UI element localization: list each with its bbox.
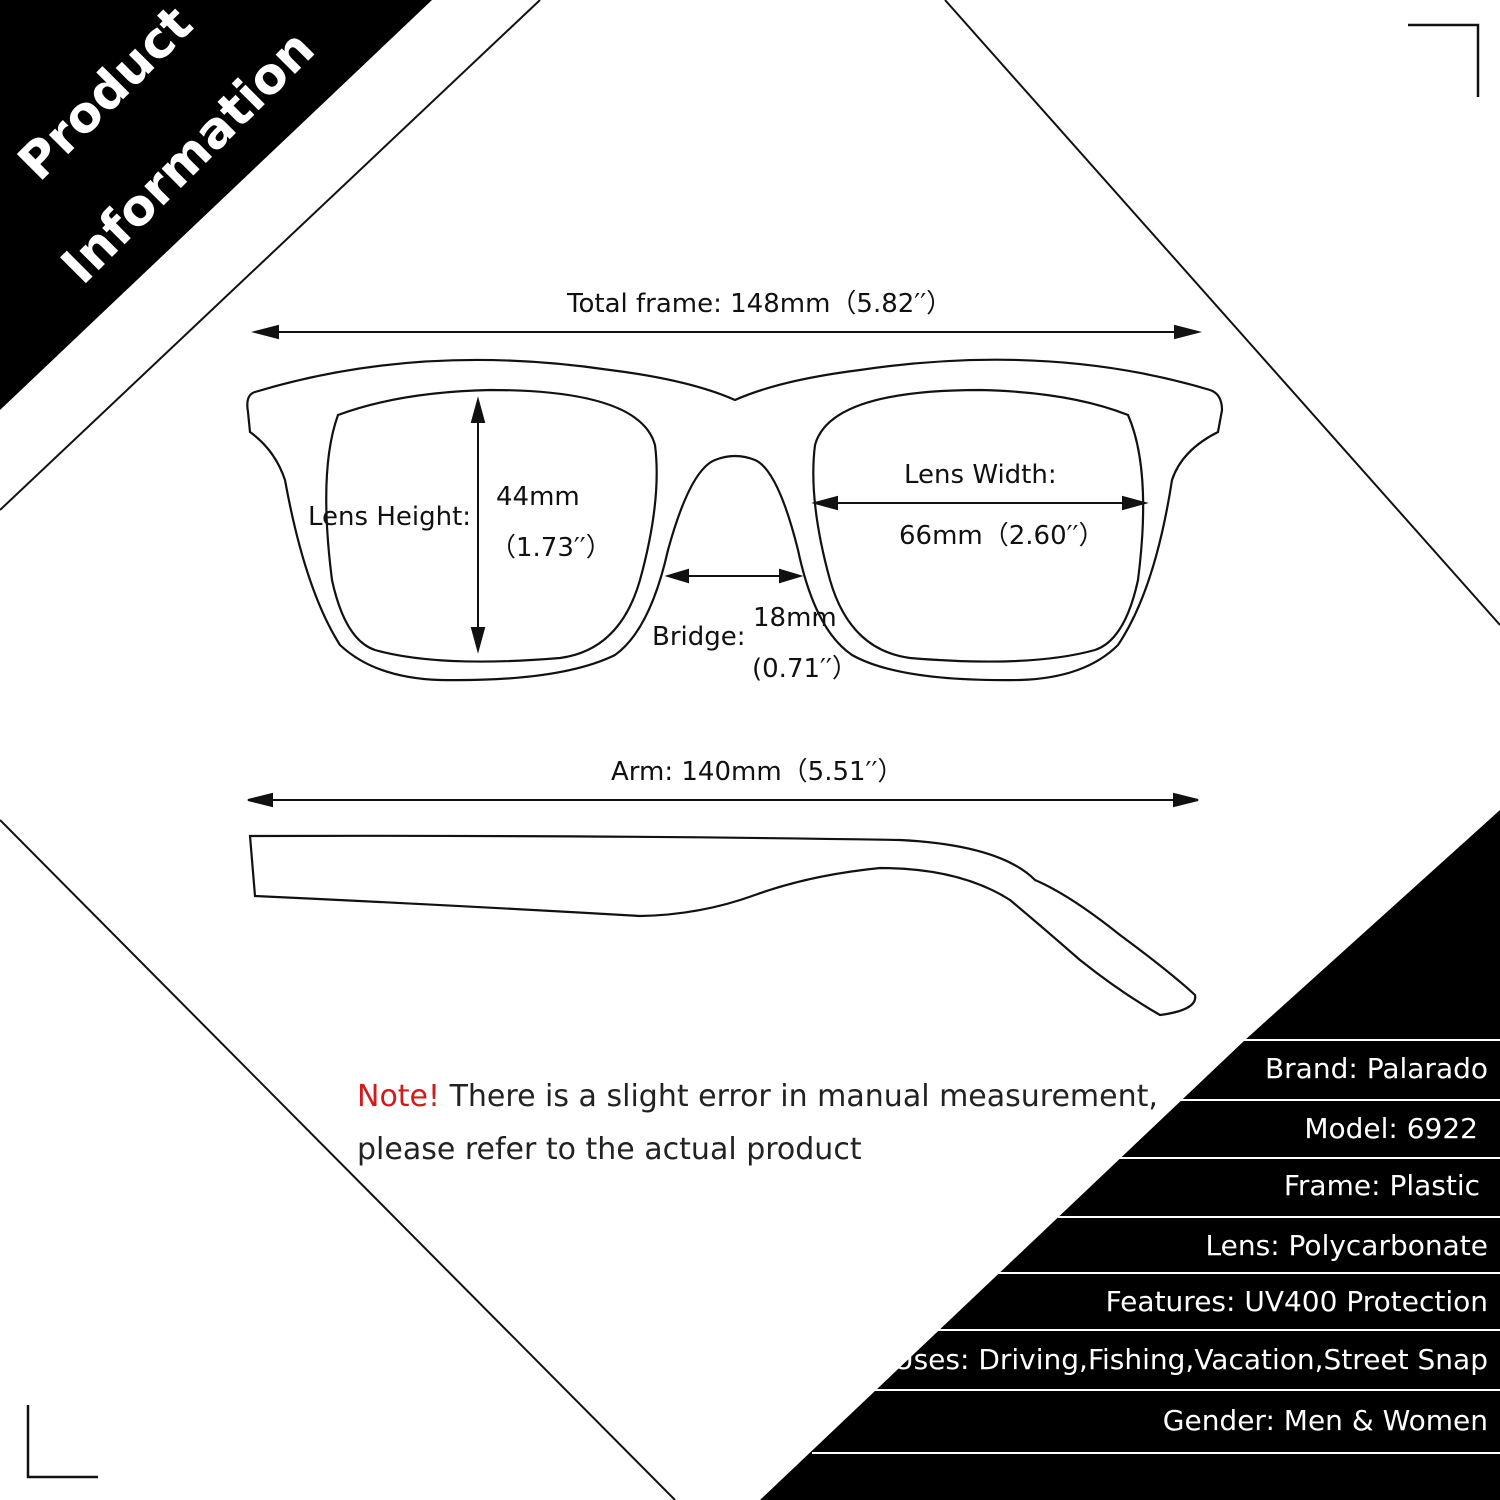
lens-width-name: Lens Width:	[904, 460, 1057, 490]
total-frame-name: Total frame:	[567, 289, 722, 319]
bridge-name: Bridge:	[652, 622, 746, 652]
spec-label: Brand:	[1264, 1052, 1358, 1085]
spec-value: Men & Women	[1283, 1404, 1488, 1437]
bridge-mm: 18mm	[753, 603, 837, 633]
arm-mm: 140mm	[681, 757, 782, 787]
lens-height-name: Lens Height:	[308, 502, 472, 532]
lens-width-inch: （2.60′′）	[982, 521, 1105, 551]
arm-inch: （5.51′′）	[781, 757, 904, 787]
spec-label: Frame:	[1283, 1169, 1381, 1202]
spec-value: UV400 Protection	[1244, 1285, 1488, 1318]
total-frame-label: Total frame: 148mm（5.82′′）	[567, 283, 952, 320]
spec-label: Uses:	[893, 1343, 970, 1376]
spec-label: Features:	[1105, 1285, 1236, 1318]
spec-gender: Gender: Men & Women	[1163, 1404, 1488, 1437]
spec-value: 6922	[1406, 1112, 1478, 1145]
diagonal-frame-line	[944, 0, 1500, 626]
measurement-note: Note! There is a slight error in manual …	[357, 1070, 1158, 1176]
spec-lens: Lens: Polycarbonate	[1206, 1229, 1488, 1262]
spec-panel-shape	[760, 810, 1500, 1500]
spec-separators	[812, 1039, 1500, 1454]
arm-name: Arm:	[611, 757, 674, 787]
lens-height-mm: 44mm	[496, 482, 580, 512]
lens-width-mm: 66mm	[899, 521, 983, 551]
lens-height-inch: （1.73′′）	[490, 533, 612, 563]
total-frame-inch: （5.82′′）	[830, 289, 953, 319]
lens-width-value: 66mm（2.60′′）	[899, 515, 1104, 552]
spec-label: Gender:	[1162, 1404, 1275, 1437]
corner-bracket-icon	[1408, 23, 1480, 97]
diagonal-frame-line	[0, 0, 541, 511]
spec-value: Driving,Fishing,Vacation,Street Snap	[978, 1343, 1488, 1376]
glasses-front-outline	[246, 358, 1224, 682]
note-line2: please refer to the actual product	[357, 1132, 862, 1167]
spec-value: Polycarbonate	[1288, 1229, 1488, 1262]
spec-value: Plastic	[1389, 1169, 1480, 1202]
bridge-inch: (0.71′′）	[752, 654, 858, 684]
spec-frame: Frame: Plastic	[1284, 1169, 1480, 1202]
diagonal-frame-line	[0, 819, 676, 1500]
spec-uses: Uses: Driving,Fishing,Vacation,Street Sn…	[893, 1343, 1488, 1376]
arm-label: Arm: 140mm（5.51′′）	[611, 751, 903, 788]
right-lens-outline	[812, 388, 1145, 663]
temple-arm-outline	[248, 834, 1197, 1017]
corner-bracket-icon	[26, 1405, 98, 1479]
dimension-arrows	[247, 324, 1202, 808]
note-prefix: Note!	[357, 1079, 441, 1114]
corner-banner-shape	[0, 0, 432, 410]
total-frame-mm: 148mm	[730, 289, 831, 319]
spec-value: Palarado	[1366, 1052, 1488, 1085]
spec-label: Model:	[1304, 1112, 1398, 1145]
left-lens-outline	[325, 388, 658, 663]
spec-brand: Brand: Palarado	[1265, 1052, 1488, 1085]
spec-features: Features: UV400 Protection	[1106, 1285, 1488, 1318]
spec-model: Model: 6922	[1304, 1112, 1478, 1145]
note-line1: There is a slight error in manual measur…	[449, 1079, 1158, 1114]
spec-label: Lens:	[1205, 1229, 1280, 1262]
